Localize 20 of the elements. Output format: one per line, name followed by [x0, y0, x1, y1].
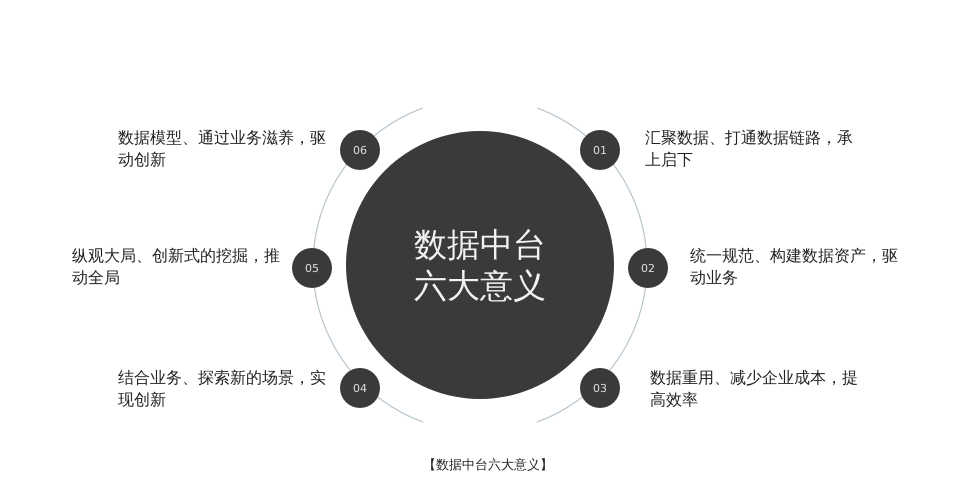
number-circle	[340, 130, 380, 170]
description-text: 数据重用、减少企业成本，提高效率	[650, 367, 859, 412]
caption-text: 【数据中台六大意义】	[422, 457, 554, 474]
number-circle	[580, 130, 620, 170]
step-number: 06	[353, 144, 367, 156]
description-text: 统一规范、构建数据资产，驱动业务	[690, 245, 899, 290]
number-circle	[340, 368, 380, 408]
description-text: 汇聚数据、打通数据链路，承上启下	[645, 127, 854, 172]
description-text: 数据模型、通过业务滋养，驱动创新	[118, 127, 327, 172]
description-text: 结合业务、探索新的场景，实现创新	[118, 367, 327, 412]
step-number: 02	[641, 262, 655, 274]
number-circle	[628, 248, 668, 288]
step-number: 04	[353, 382, 367, 394]
number-circle	[580, 368, 620, 408]
number-circle	[292, 248, 332, 288]
step-number: 03	[593, 382, 607, 394]
step-number: 05	[305, 262, 319, 274]
title-text: 数据中台六大意义	[412, 224, 547, 306]
step-number: 01	[593, 144, 607, 156]
description-text: 纵观大局、创新式的挖掘，推动全局	[72, 245, 281, 290]
